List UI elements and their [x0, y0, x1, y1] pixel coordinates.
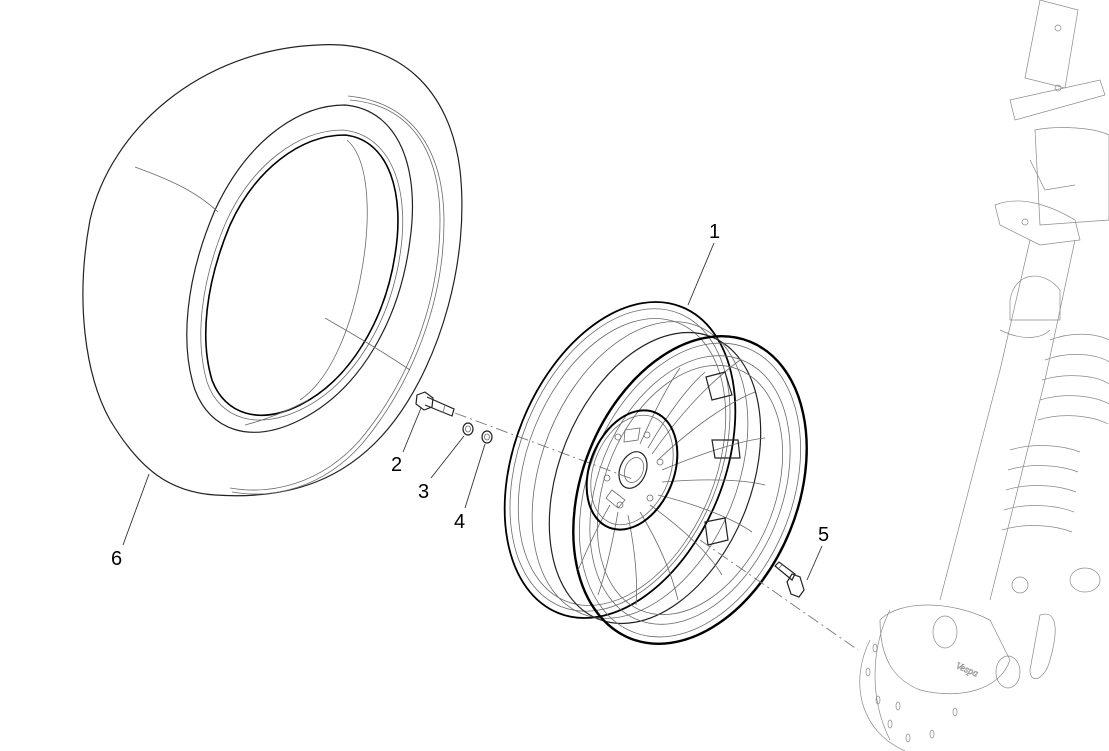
- leader-line-1: [687, 242, 715, 306]
- assembly-axis-line: [454, 412, 636, 481]
- front-suspension-fork: Vespa: [859, 0, 1109, 751]
- callout-4-washer: 4: [454, 511, 466, 533]
- tire-valve-part: [774, 561, 805, 598]
- valve-axis-line: [699, 539, 859, 651]
- callout-6-tire: 6: [111, 548, 123, 570]
- callout-1-wheel-rim: 1: [709, 221, 721, 243]
- leader-line-5: [806, 545, 823, 581]
- tire-part: [82, 44, 463, 497]
- leader-line-4: [464, 443, 486, 509]
- callout-3-washer: 3: [418, 481, 430, 503]
- callout-2-bolt: 2: [391, 454, 403, 476]
- brand-script-mark: Vespa: [954, 661, 980, 680]
- leader-line-3: [430, 435, 465, 479]
- washer-part-3: [462, 422, 474, 436]
- bolt-part: [415, 391, 455, 417]
- leader-line-2: [402, 407, 422, 453]
- washer-part-4: [481, 430, 493, 444]
- wheel-rim-part: [503, 301, 808, 645]
- callout-5-tire-valve: 5: [818, 524, 830, 546]
- leader-line-6: [122, 473, 150, 546]
